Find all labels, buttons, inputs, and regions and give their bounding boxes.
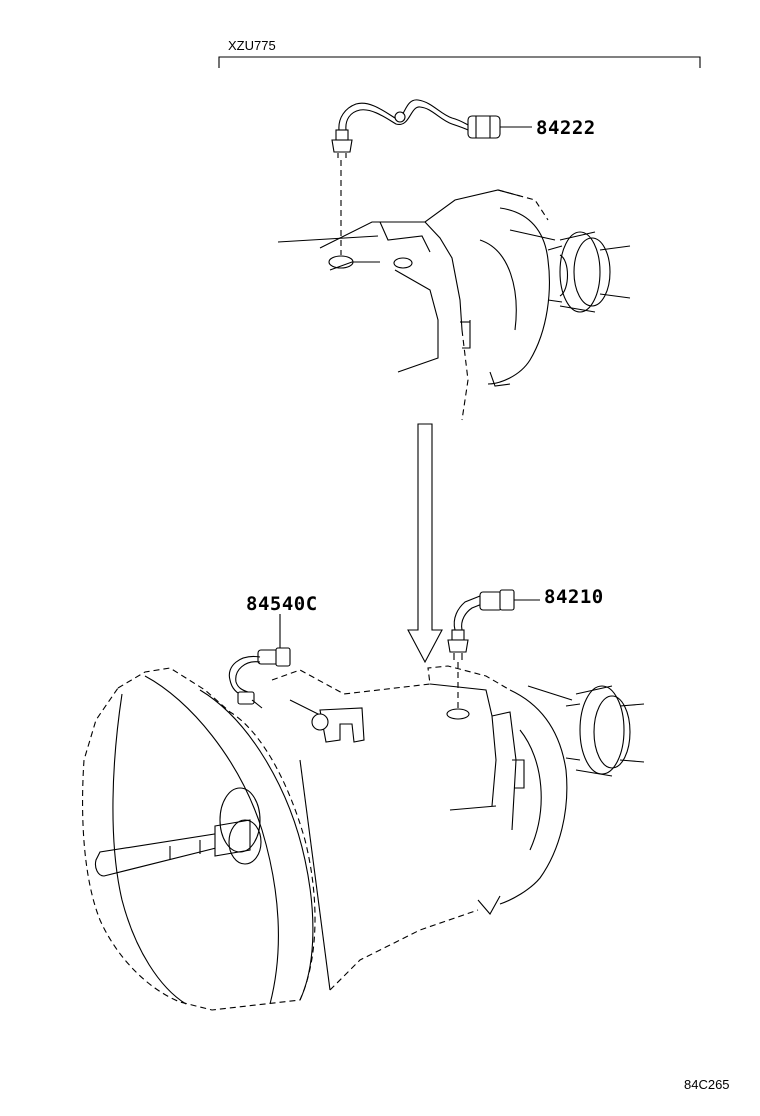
upper-transfer-housing <box>277 189 631 421</box>
part-label-84210[interactable]: 84210 <box>544 586 604 608</box>
upper-sensor-84222 <box>331 99 532 255</box>
lower-sensor-84540C <box>228 614 291 709</box>
model-bracket <box>218 56 701 68</box>
down-arrow <box>407 423 443 664</box>
illustration-code: 84C265 <box>684 1077 730 1092</box>
lower-transmission-housing <box>82 665 645 1011</box>
part-label-84540C[interactable]: 84540C <box>246 593 318 615</box>
model-code: XZU775 <box>228 38 276 53</box>
part-label-84222[interactable]: 84222 <box>536 117 596 139</box>
lower-sensor-84210 <box>446 589 540 720</box>
